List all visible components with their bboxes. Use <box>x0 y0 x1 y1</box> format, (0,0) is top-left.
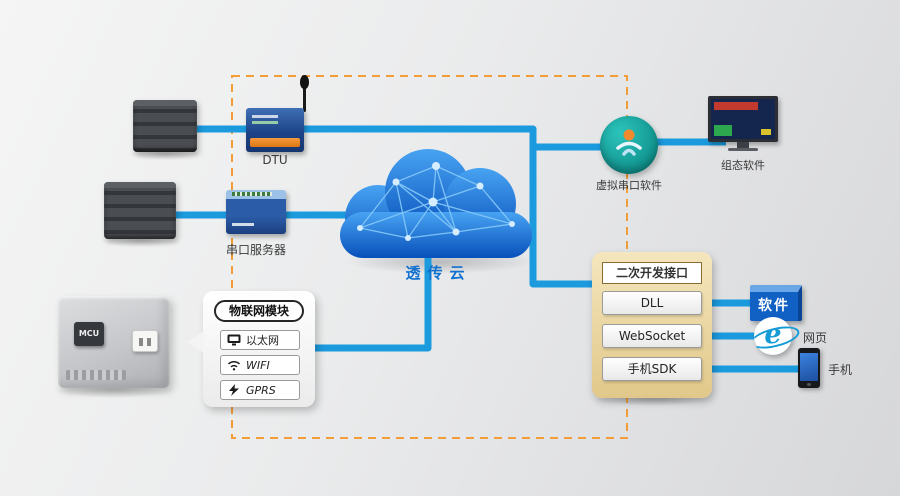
wire-dtu-cloud-panel <box>197 125 602 288</box>
virtual-serial-badge <box>600 116 658 174</box>
software-box: 软件 <box>750 285 802 321</box>
wifi-icon <box>227 361 241 371</box>
iot-module-title: 物联网模块 <box>214 300 304 322</box>
serial-server-device <box>226 190 286 234</box>
screen-block-2 <box>761 129 771 135</box>
dtu-device <box>246 108 304 152</box>
dev-api-dll-button: DLL <box>602 291 702 315</box>
field-device-1 <box>133 100 197 152</box>
iot-module-item-gprs: GPRS <box>220 380 300 400</box>
dtu-label: DTU <box>262 153 288 167</box>
monitor-base <box>728 148 758 151</box>
cloud-label: 透传云 <box>405 264 472 282</box>
phone-icon <box>798 348 820 388</box>
iot-item-label: GPRS <box>246 383 276 397</box>
monitor-stand <box>737 142 749 148</box>
screen-bar <box>714 102 758 110</box>
dtu-antenna-icon <box>300 75 309 112</box>
iot-module-item-ethernet: 以太网 <box>220 330 300 350</box>
gprs-lightning-icon <box>229 384 239 396</box>
serial-server-label: 串口服务器 <box>225 243 286 257</box>
dev-api-title: 二次开发接口 <box>602 262 702 284</box>
browser-e-glyph: e <box>764 319 782 350</box>
wire-cloud-iot-module <box>315 250 432 352</box>
phone-label: 手机 <box>827 363 852 377</box>
mcu-chip: MCU <box>74 322 104 346</box>
web-label: 网页 <box>802 331 827 345</box>
scada-label: 组态软件 <box>721 159 765 172</box>
ethernet-icon <box>227 334 241 346</box>
browser-icon: e <box>754 317 792 355</box>
cloud-node <box>328 140 543 265</box>
dev-api-sdk-button: 手机SDK <box>602 357 702 381</box>
person-icon <box>616 129 642 156</box>
iot-module-item-wifi: WIFI <box>220 355 300 375</box>
virtual-serial-label: 虚拟串口软件 <box>596 179 662 192</box>
mcu-connector <box>132 330 158 352</box>
dev-api-websocket-button: WebSocket <box>602 324 702 348</box>
scada-monitor <box>708 96 778 142</box>
screen-block <box>714 125 732 136</box>
field-device-2 <box>104 182 176 239</box>
iot-item-label: 以太网 <box>246 334 279 347</box>
cloud-icon <box>340 149 532 258</box>
iot-item-label: WIFI <box>246 358 270 372</box>
